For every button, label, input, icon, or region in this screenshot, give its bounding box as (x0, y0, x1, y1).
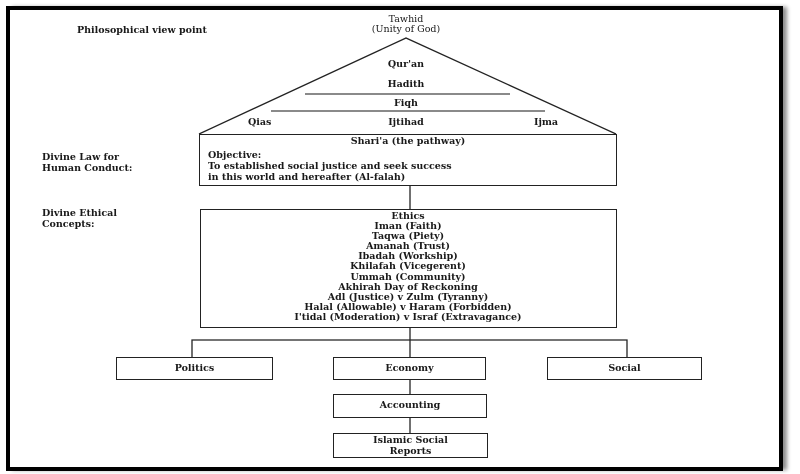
connector-branch-bar (191, 339, 628, 357)
label-divine-ethical-line1: Divine Ethical (42, 208, 117, 219)
social-box: Social (547, 357, 702, 380)
label-philosophical-view: Philosophical view point (77, 25, 207, 36)
ethics-item: Halal (Allowable) v Haram (Forbidden) (304, 301, 512, 313)
ethics-item: I'tidal (Moderation) v Israf (Extravagan… (294, 311, 522, 323)
sharia-objective-line1: To established social justice and seek s… (208, 161, 452, 172)
economy-box: Economy (333, 357, 486, 380)
reports-line1: Islamic Social (373, 435, 448, 446)
pyramid-ijma: Ijma (534, 117, 559, 128)
ethics-list: Ethics Iman (Faith) Taqwa (Piety) Amanah… (200, 211, 616, 323)
politics-label: Politics (174, 363, 215, 374)
accounting-box: Accounting (333, 394, 487, 418)
social-label: Social (608, 363, 641, 374)
ethics-item: Amanah (Trust) (366, 241, 450, 253)
accounting-label: Accounting (379, 400, 441, 411)
diagram-frame (6, 6, 783, 471)
pyramid-qias: Qias (248, 117, 272, 128)
label-divine-law-line2: Human Conduct: (42, 163, 133, 174)
sharia-objective-line2: in this world and hereafter (Al-falah) (208, 172, 406, 183)
islamic-social-reports-box: Islamic Social Reports (333, 433, 488, 458)
pyramid-hadith: Hadith (387, 79, 425, 90)
pyramid-ijtihad: Ijtihad (388, 117, 424, 128)
ethics-item: Iman (Faith) (374, 221, 442, 233)
ethics-box (200, 209, 617, 328)
pyramid-outline (198, 37, 617, 135)
label-divine-law-line1: Divine Law for (42, 152, 119, 163)
economy-label: Economy (385, 363, 434, 374)
ethics-item: Ummah (Community) (350, 271, 466, 283)
ethics-item: Ibadah (Workship) (358, 251, 458, 263)
ethics-item: Khilafah (Vicegerent) (350, 261, 466, 273)
sharia-objective-label: Objective: (208, 150, 262, 161)
apex-tawhid: Tawhid (388, 14, 424, 25)
pyramid-fiqh: Fiqh (394, 98, 418, 109)
sharia-title: Shari'a (the pathway) (350, 136, 466, 147)
reports-line2: Reports (389, 446, 432, 457)
apex-unity-of-god: (Unity of God) (371, 24, 441, 35)
politics-box: Politics (116, 357, 273, 380)
ethics-item: Adl (Justice) v Zulm (Tyranny) (327, 291, 489, 303)
ethics-item: Taqwa (Piety) (371, 231, 445, 243)
ethics-item: Akhirah Day of Reckoning (338, 281, 478, 293)
label-divine-ethical-line2: Concepts: (42, 219, 95, 230)
pyramid-quran: Qur'an (387, 59, 425, 70)
sharia-box: Shari'a (the pathway) Objective: To esta… (199, 134, 617, 186)
ethics-title: Ethics (391, 211, 425, 222)
